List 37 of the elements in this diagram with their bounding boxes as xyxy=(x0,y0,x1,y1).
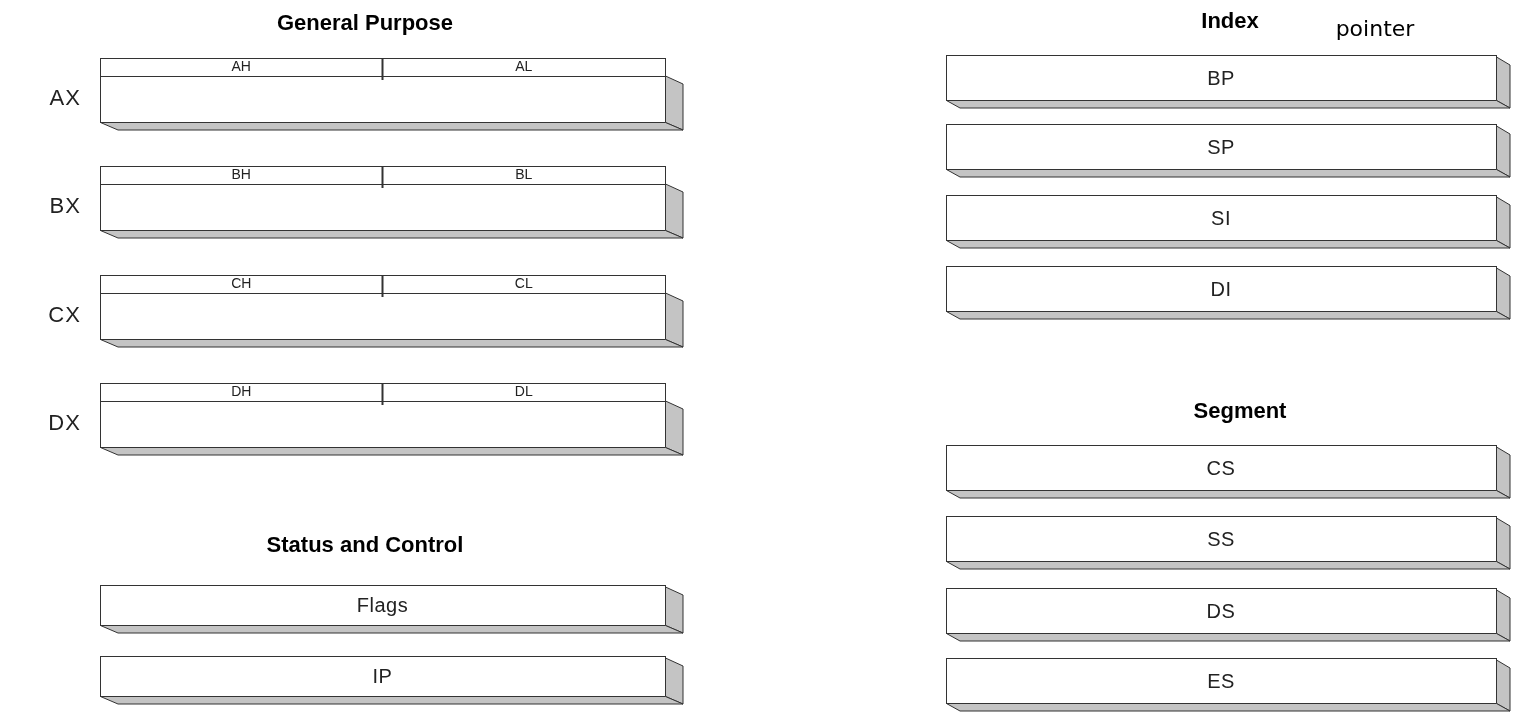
register-label: ES xyxy=(1207,668,1235,694)
register-box xyxy=(946,266,1511,320)
byte-register-label: CL xyxy=(514,275,533,293)
register-label: DI xyxy=(1210,276,1232,302)
byte-register-label: AL xyxy=(515,58,533,76)
register-name: AX xyxy=(49,87,81,109)
register-box xyxy=(100,656,684,705)
byte-register-label: BL xyxy=(515,166,533,184)
byte-register-label: DL xyxy=(514,383,533,401)
register-box xyxy=(946,658,1511,712)
register-label: SS xyxy=(1207,526,1235,552)
section-heading: Status and Control xyxy=(266,531,464,559)
section-heading: Segment xyxy=(1193,397,1287,425)
register-label: SI xyxy=(1211,205,1231,231)
register-name: DX xyxy=(48,412,81,434)
section-heading: Index xyxy=(1201,7,1259,35)
register-box xyxy=(946,516,1511,570)
register-label: CS xyxy=(1206,455,1236,481)
register-label: IP xyxy=(372,664,393,689)
register-label: Flags xyxy=(356,593,409,618)
register-label: DS xyxy=(1206,598,1236,624)
register-name: CX xyxy=(48,304,81,326)
register-box xyxy=(946,55,1511,109)
byte-register-label: BH xyxy=(231,166,251,184)
byte-register-label: CH xyxy=(231,275,252,293)
register-box xyxy=(100,585,684,634)
byte-register-label: DH xyxy=(231,383,252,401)
register-name: BX xyxy=(49,195,81,217)
register-box xyxy=(946,445,1511,499)
section-heading: pointer xyxy=(1335,15,1415,43)
register-label: BP xyxy=(1207,65,1235,91)
register-box xyxy=(946,588,1511,642)
register-label: SP xyxy=(1207,134,1235,160)
section-heading: General Purpose xyxy=(276,9,454,37)
byte-register-label: AH xyxy=(231,58,251,76)
register-box xyxy=(946,195,1511,249)
register-box xyxy=(946,124,1511,178)
